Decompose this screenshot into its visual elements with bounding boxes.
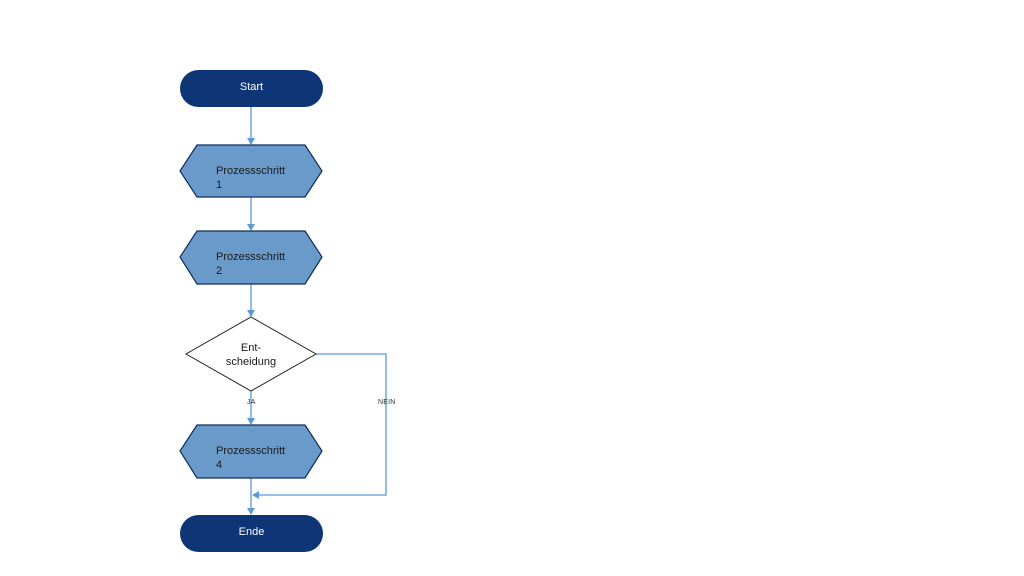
edge-label-no: NEIN — [378, 399, 396, 406]
end-label: Ende — [238, 526, 265, 538]
step2-label-line2: 2 — [216, 265, 223, 277]
decision-label-line2: scheidung — [225, 356, 277, 368]
decision-diamond — [184, 316, 318, 392]
connector-decision-no-branch — [252, 353, 387, 499]
start-label: Start — [239, 81, 264, 93]
process-step-1 — [179, 144, 323, 198]
step4-label-line2: 4 — [216, 459, 223, 471]
edge-label-yes: JA — [247, 399, 256, 406]
step4-label: Prozessschritt 4 — [216, 444, 285, 472]
step1-label-line2: 1 — [216, 179, 223, 191]
step2-label-line1: Prozessschritt — [216, 251, 286, 263]
step1-label-line1: Prozessschritt — [216, 165, 286, 177]
end-terminal — [180, 515, 323, 552]
step2-label: Prozessschritt 2 — [216, 250, 285, 278]
start-terminal — [180, 70, 323, 107]
decision-label-line1: Ent- — [240, 342, 262, 354]
step4-label-line1: Prozessschritt — [216, 445, 286, 457]
decision-label: Ent- scheidung — [211, 341, 291, 369]
process-step-4 — [179, 424, 323, 479]
connectors — [247, 107, 387, 515]
step1-label: Prozessschritt 1 — [216, 164, 285, 192]
process-step-2 — [179, 230, 323, 285]
